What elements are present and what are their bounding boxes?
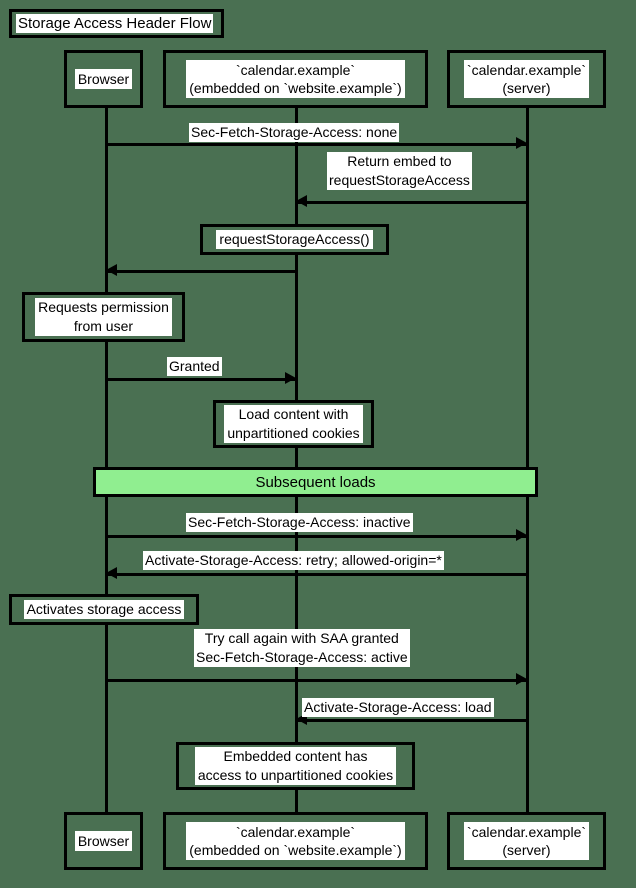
lifeline-embed bbox=[295, 108, 298, 812]
message-label-m5: Sec-Fetch-Storage-Access: inactive bbox=[186, 513, 413, 532]
message-line-m5 bbox=[106, 535, 527, 538]
message-label-m6: Activate-Storage-Access: retry; allowed-… bbox=[143, 551, 444, 570]
message-line-m4 bbox=[106, 378, 296, 381]
message-label-m4: Granted bbox=[167, 357, 222, 376]
arrow-head-m2 bbox=[296, 195, 307, 207]
participant-browser[interactable]: Browser bbox=[64, 50, 143, 108]
lifeline-server bbox=[526, 108, 529, 812]
diagram-title-box: Storage Access Header Flow bbox=[9, 9, 224, 38]
participant-embed[interactable]: `calendar.example` (embedded on `website… bbox=[163, 50, 428, 108]
participant-label-browser: Browser bbox=[74, 69, 133, 89]
message-label-m8: Activate-Storage-Access: load bbox=[302, 698, 494, 717]
note-n3: Activates storage access bbox=[9, 594, 199, 625]
message-line-m2 bbox=[296, 201, 527, 204]
message-line-m7 bbox=[106, 679, 527, 682]
participant-label-browser-footer: Browser bbox=[74, 831, 133, 851]
note-text-n1: Requests permission from user bbox=[35, 298, 172, 336]
diagram-title: Storage Access Header Flow bbox=[16, 14, 214, 33]
arrow-head-m6 bbox=[106, 567, 117, 579]
participant-server-footer[interactable]: `calendar.example` (server) bbox=[447, 812, 606, 870]
note-text-n4: Embedded content has access to unpartiti… bbox=[194, 747, 397, 785]
message-line-m8 bbox=[296, 719, 527, 722]
participant-browser-footer[interactable]: Browser bbox=[64, 812, 143, 870]
note-text-n3: Activates storage access bbox=[23, 600, 185, 619]
message-label-m7: Try call again with SAA granted Sec-Fetc… bbox=[194, 629, 410, 667]
note-n2: Load content with unpartitioned cookies bbox=[213, 400, 374, 448]
message-note-text-m3: requestStorageAccess() bbox=[216, 230, 373, 249]
arrow-head-m1 bbox=[516, 137, 527, 149]
message-note-m3: requestStorageAccess() bbox=[200, 224, 389, 255]
section-banner-s1: Subsequent loads bbox=[93, 467, 538, 497]
message-label-m1: Sec-Fetch-Storage-Access: none bbox=[189, 123, 400, 142]
participant-label-embed-footer: `calendar.example` (embedded on `website… bbox=[186, 822, 405, 860]
message-line-m6 bbox=[106, 573, 527, 576]
message-label-m2: Return embed to requestStorageAccess bbox=[327, 152, 472, 190]
arrow-head-m3 bbox=[106, 264, 117, 276]
note-n4: Embedded content has access to unpartiti… bbox=[176, 742, 415, 790]
note-text-n2: Load content with unpartitioned cookies bbox=[224, 405, 363, 443]
participant-label-server-footer: `calendar.example` (server) bbox=[463, 822, 590, 860]
lifeline-browser bbox=[105, 108, 108, 812]
participant-label-server: `calendar.example` (server) bbox=[463, 60, 590, 98]
section-banner-text-s1: Subsequent loads bbox=[255, 473, 376, 491]
note-n1: Requests permission from user bbox=[22, 292, 185, 342]
message-line-m3 bbox=[106, 270, 296, 273]
participant-embed-footer[interactable]: `calendar.example` (embedded on `website… bbox=[163, 812, 428, 870]
participant-label-embed: `calendar.example` (embedded on `website… bbox=[186, 60, 405, 98]
arrow-head-m4 bbox=[285, 372, 296, 384]
arrow-head-m7 bbox=[516, 673, 527, 685]
arrow-head-m8 bbox=[296, 713, 307, 725]
arrow-head-m5 bbox=[516, 529, 527, 541]
message-line-m1 bbox=[106, 143, 527, 146]
participant-server[interactable]: `calendar.example` (server) bbox=[447, 50, 606, 108]
